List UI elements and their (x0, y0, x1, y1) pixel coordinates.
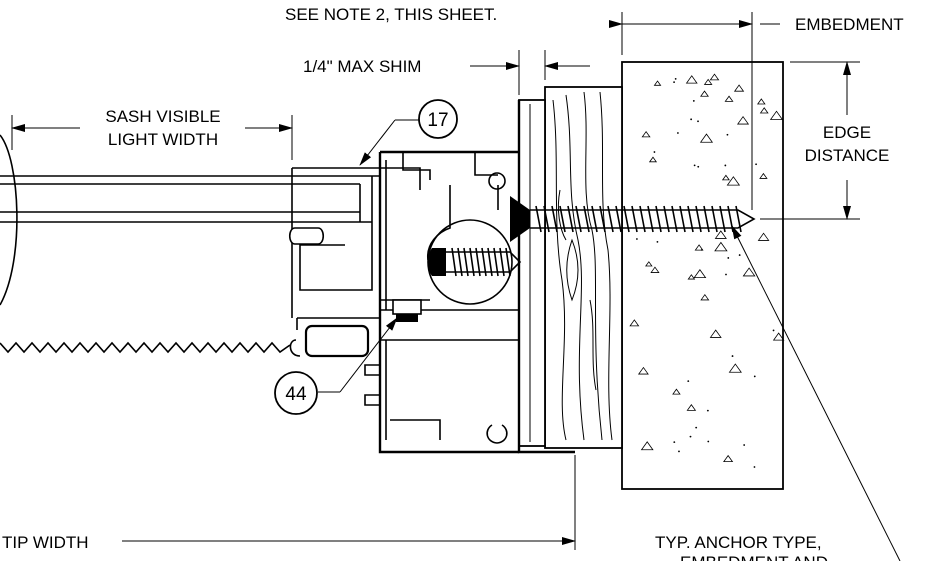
dimension-lines (11, 12, 860, 550)
callout-17-number: 17 (427, 110, 448, 131)
shim-label: 1/4" MAX SHIM (303, 57, 421, 76)
leader-lines (318, 119, 901, 561)
break-line (0, 341, 291, 354)
glazing-bead (289, 299, 422, 358)
note-label: SEE NOTE 2, THIS SHEET. (285, 5, 497, 24)
sash-label-line1: SASH VISIBLE (105, 107, 220, 126)
annotation-labels: SEE NOTE 2, THIS SHEET. EMBEDMENT 1/4" M… (2, 5, 904, 561)
sash-and-glazing (0, 134, 430, 318)
tip-width-label: TIP WIDTH (2, 533, 89, 552)
concrete-aggregate (629, 73, 785, 468)
wood-buck (544, 86, 623, 449)
callout-44: 44 (274, 371, 318, 415)
shim (518, 99, 546, 447)
embedment-label: EMBEDMENT (795, 15, 904, 34)
anchor-label-line2: EMBEDMENT AND (680, 553, 828, 561)
callout-17: 17 (418, 99, 458, 139)
concrete-anchor-screw (510, 196, 756, 242)
edge-label-line2: DISTANCE (805, 146, 890, 165)
callout-44-number: 44 (285, 384, 307, 405)
anchor-label-line1: TYP. ANCHOR TYPE, (655, 533, 822, 552)
frame-screw (427, 219, 522, 305)
concrete-substrate (621, 61, 785, 490)
sash-label-line2: LIGHT WIDTH (108, 130, 218, 149)
window-frame-extrusion (296, 100, 575, 454)
edge-label-line1: EDGE (823, 123, 871, 142)
